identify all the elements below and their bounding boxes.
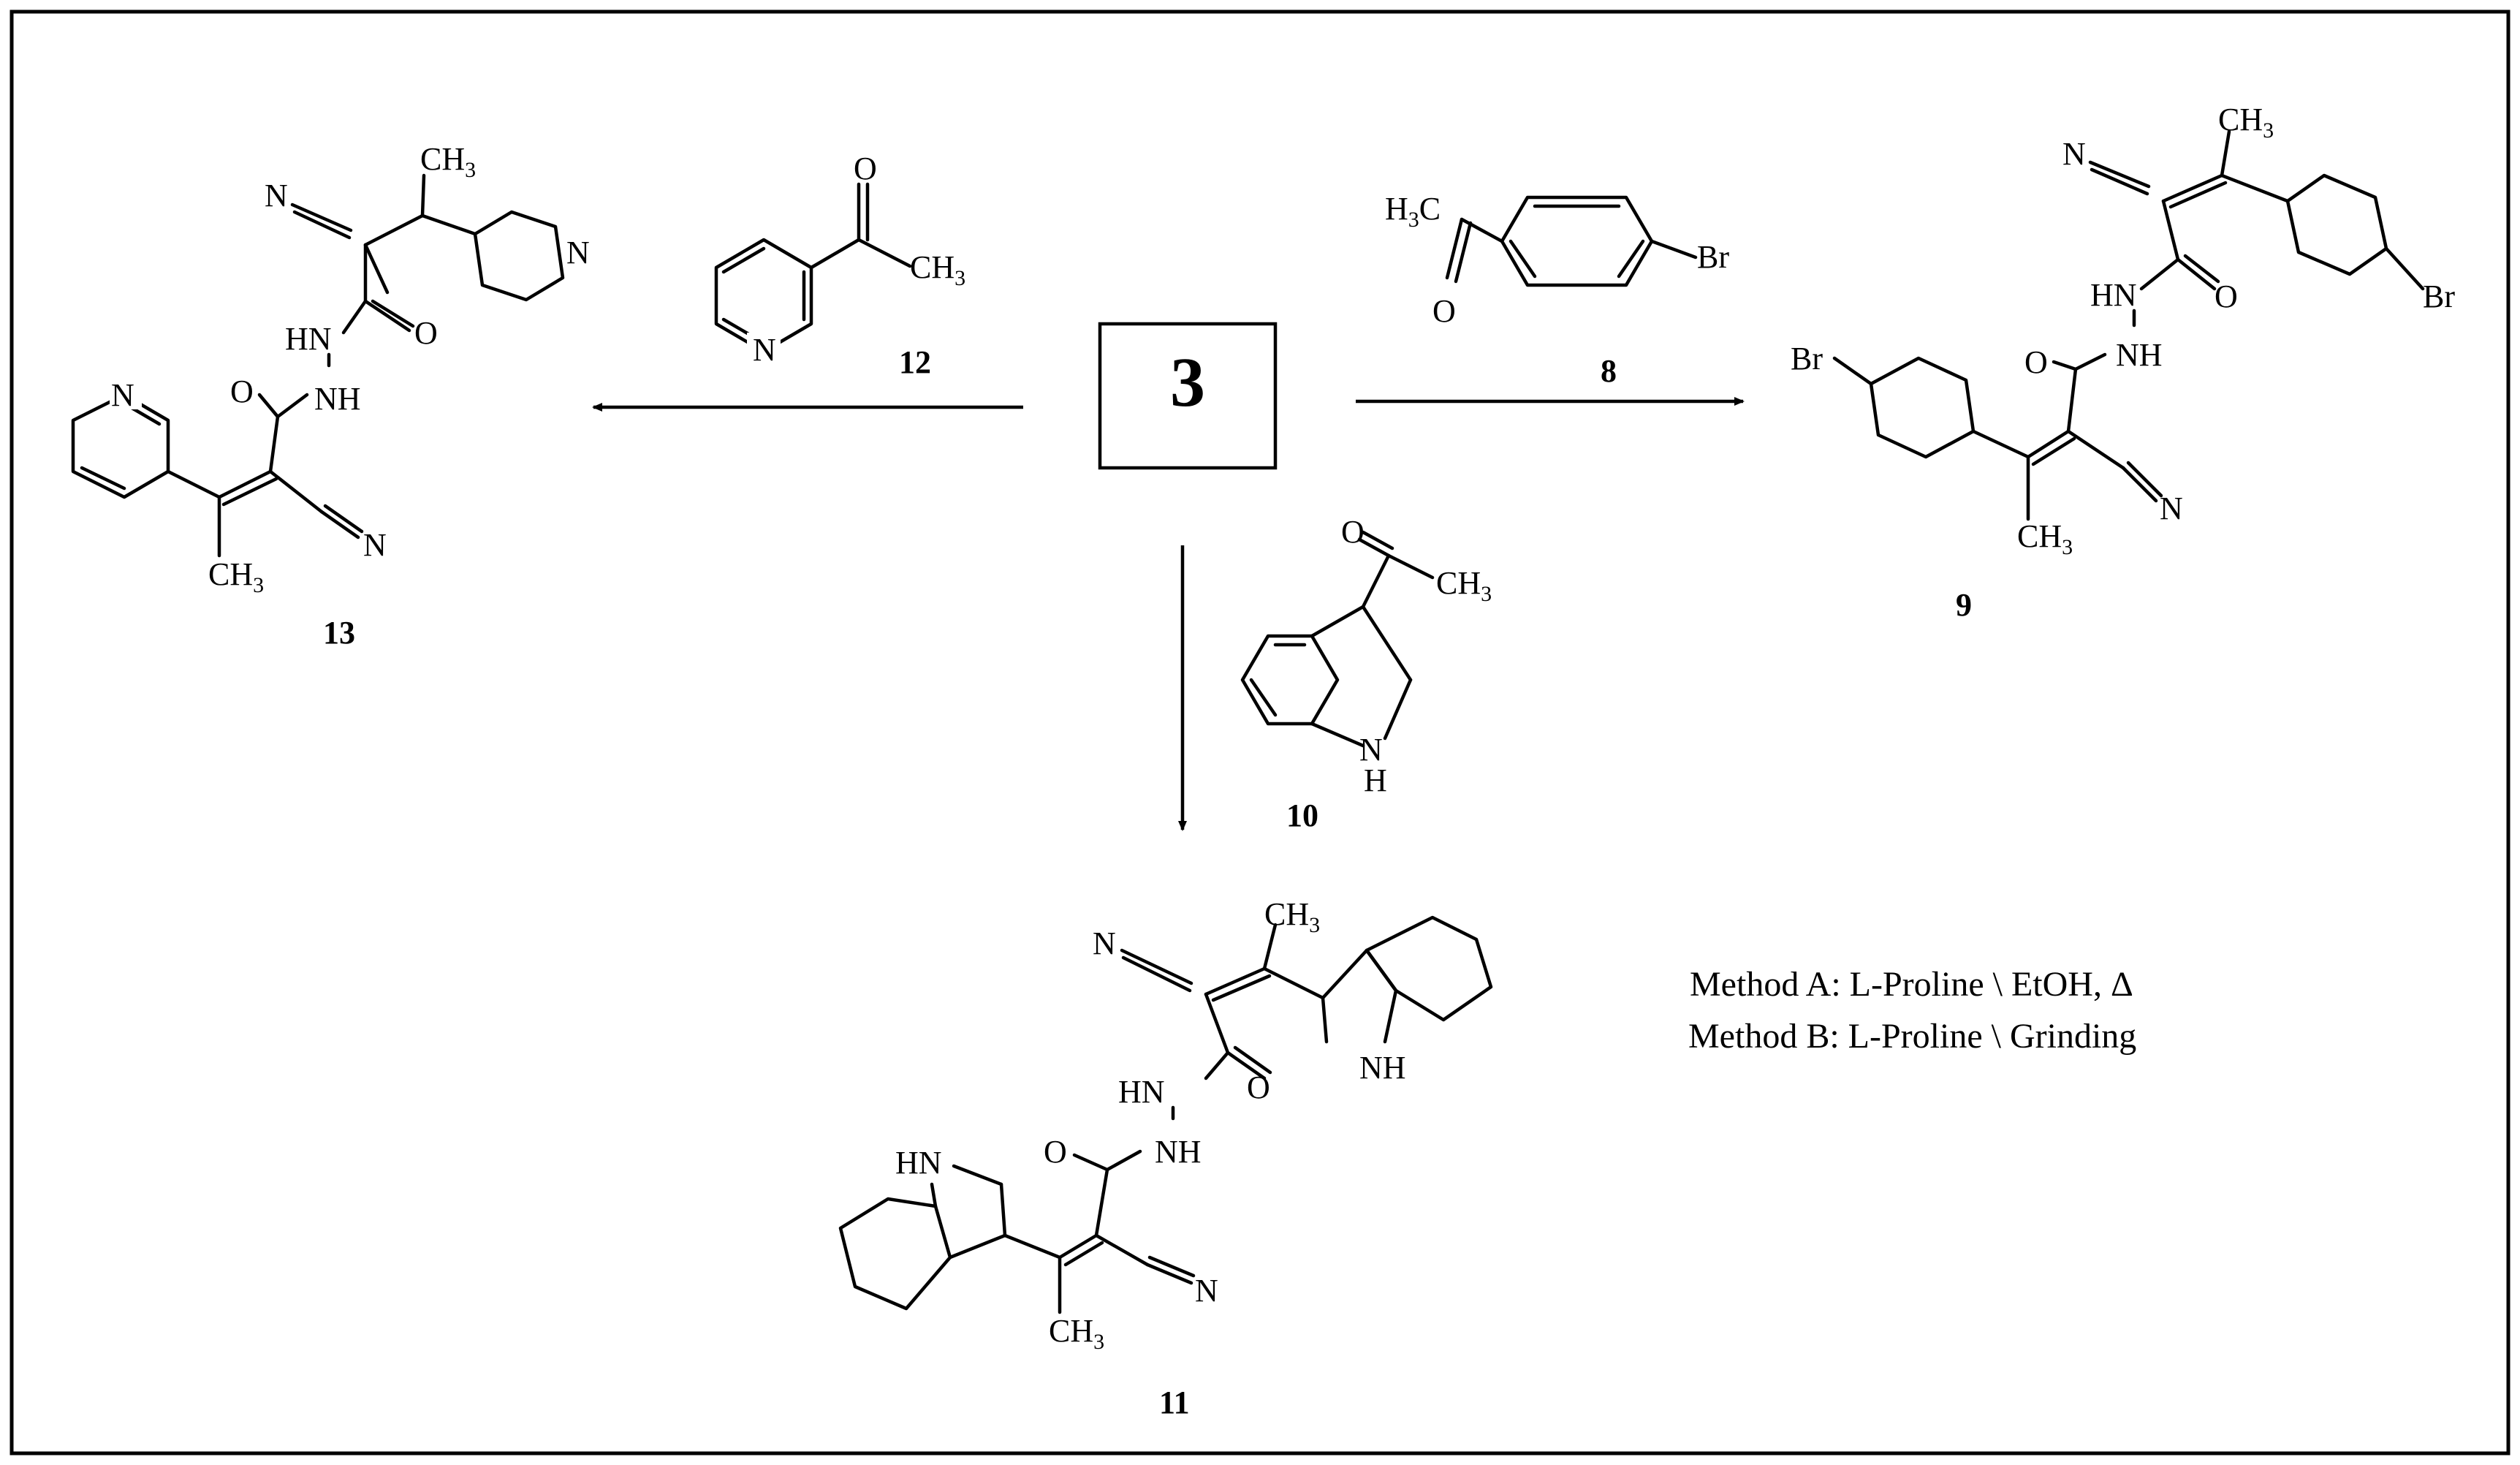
hydrazide-NH: NH <box>314 381 361 417</box>
condition-method-b: Method B: L-Proline \ Grinding <box>1688 1017 2136 1056</box>
atom-Br: Br <box>2423 279 2455 314</box>
atom-N: N <box>1195 1273 1218 1309</box>
hydrazide-HN: HN <box>285 321 332 357</box>
product-13-structure: N CH3 N O HN NH O N CH3 N <box>71 141 590 597</box>
atom-O: O <box>2215 279 2238 314</box>
atom-O: O <box>1432 293 1456 329</box>
methyl-group: H3C <box>1385 191 1441 232</box>
indole-NH: NH <box>1359 1050 1406 1086</box>
methyl-group: CH3 <box>2218 102 2274 143</box>
figure-border <box>10 10 2510 1455</box>
methyl-group: CH3 <box>208 556 264 597</box>
atom-O: O <box>2024 344 2048 380</box>
atom-N: N <box>363 527 387 563</box>
atom-O: O <box>230 374 254 409</box>
reagent-10-label: 10 <box>1286 798 1318 833</box>
starting-material-label: 3 <box>1170 343 1205 421</box>
atom-N: N <box>1359 732 1383 768</box>
hydrazide-HN: HN <box>2090 277 2137 313</box>
atom-N: N <box>265 178 288 213</box>
starting-material-box <box>1098 322 1278 470</box>
atom-O: O <box>1341 514 1365 550</box>
atom-O: O <box>854 151 877 186</box>
atom-N: N <box>1093 925 1116 961</box>
methyl-group: CH3 <box>2017 518 2073 559</box>
condition-method-a: Method A: L-Proline \ EtOH, Δ <box>1690 965 2133 1004</box>
atom-N: N <box>566 235 590 270</box>
atom-Br: Br <box>1697 239 1729 275</box>
product-13-label: 13 <box>323 615 355 651</box>
reagent-10-structure: O CH3 N H <box>1240 514 1492 798</box>
atom-N: N <box>111 377 134 413</box>
hydrazide-NH: NH <box>2116 337 2163 373</box>
methyl-group: CH3 <box>910 249 965 290</box>
methyl-group: CH3 <box>1049 1313 1104 1354</box>
methyl-group: CH3 <box>1264 896 1320 937</box>
reagent-12-label: 12 <box>899 344 931 380</box>
product-11-label: 11 <box>1159 1385 1190 1420</box>
reagent-8-structure: Br O H3C <box>1385 191 1729 329</box>
reagent-8-label: 8 <box>1601 353 1617 389</box>
atom-H: H <box>1364 762 1387 798</box>
reagent-12-structure: O N CH3 <box>714 151 965 368</box>
methyl-group: CH3 <box>420 141 476 182</box>
product-9-structure: N CH3 Br O HN NH O N CH3 Br <box>1791 102 2455 559</box>
atom-N: N <box>2062 136 2086 172</box>
hydrazide-HN: HN <box>1118 1074 1165 1110</box>
methyl-group: CH3 <box>1436 565 1492 606</box>
atom-Br: Br <box>1791 341 1823 376</box>
starting-material-3: 3 <box>1098 322 1278 470</box>
atom-N: N <box>753 332 776 368</box>
atom-N: N <box>2160 491 2183 526</box>
atom-O: O <box>1247 1070 1270 1105</box>
atom-O: O <box>1044 1134 1067 1170</box>
product-9-label: 9 <box>1956 587 1972 623</box>
product-11-structure: N CH3 NH O HN NH O N CH3 <box>838 896 1493 1354</box>
indole-HN: HN <box>895 1145 942 1181</box>
atom-O: O <box>414 315 438 351</box>
hydrazide-NH: NH <box>1155 1134 1202 1170</box>
